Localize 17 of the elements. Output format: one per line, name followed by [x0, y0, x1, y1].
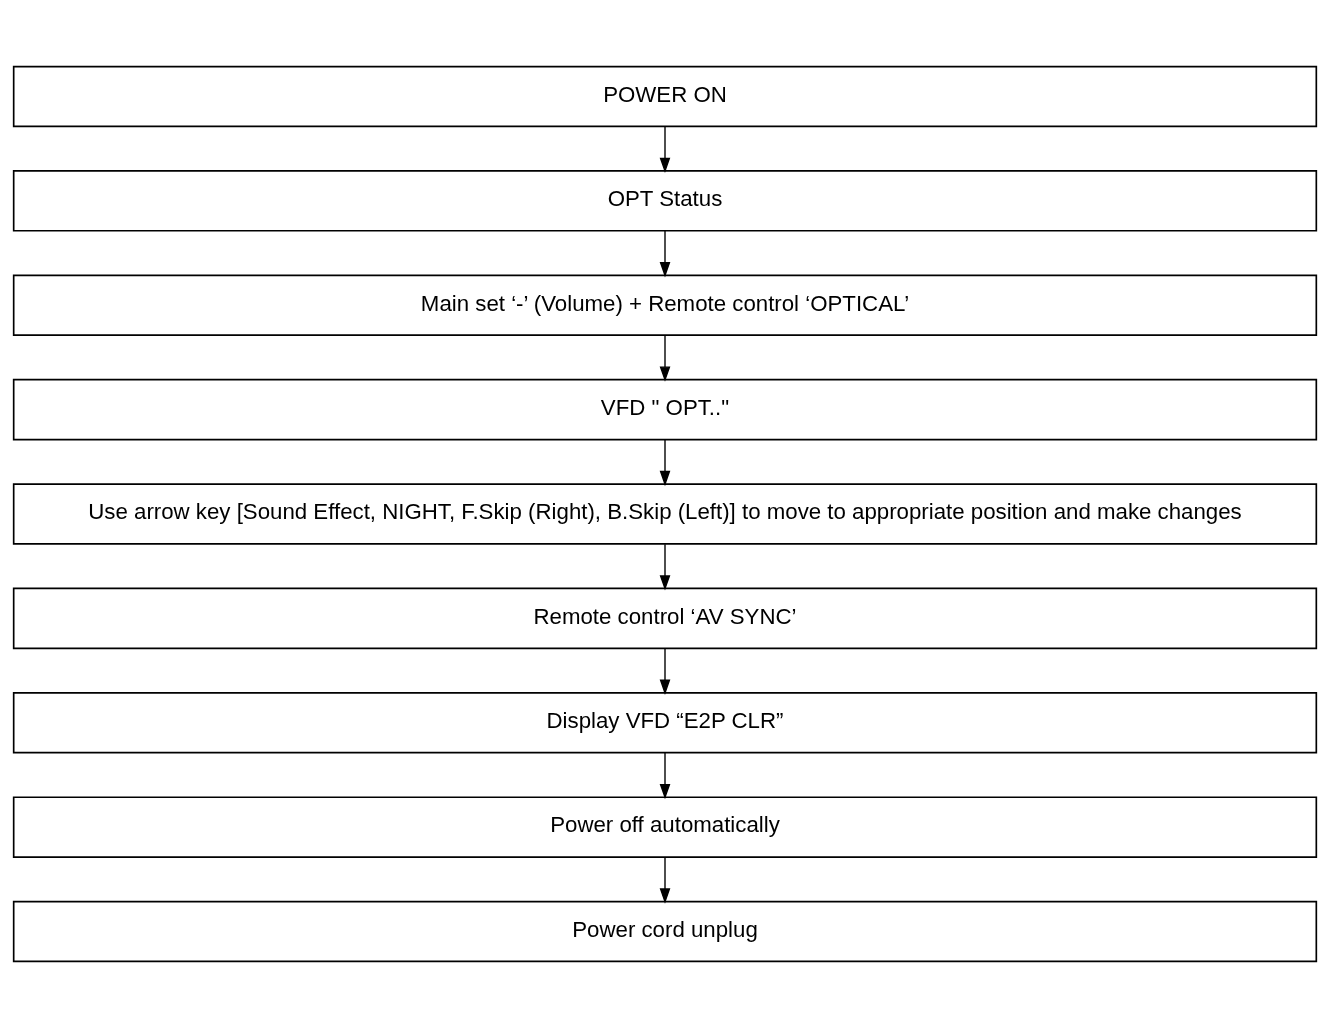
- arrow: [659, 647, 671, 695]
- node-box: POWER ON: [12, 65, 1318, 127]
- node-box: VFD " OPT..": [12, 378, 1318, 440]
- node-box: Remote control ‘AV SYNC’: [12, 587, 1318, 649]
- arrow: [659, 751, 671, 799]
- node-box: OPT Status: [12, 169, 1318, 232]
- arrow: [659, 125, 671, 173]
- arrow: [659, 229, 671, 277]
- arrow: [659, 543, 671, 591]
- node-box: Main set ‘-’ (Volume) + Remote control ‘OPTICAL’: [12, 274, 1318, 336]
- arrow: [659, 334, 671, 382]
- node-box: Power cord unplug: [12, 900, 1318, 962]
- node-box: Display VFD “E2P CLR”: [12, 691, 1318, 753]
- node-box: Use arrow key [Sound Effect, NIGHT, F.Skip (Right), B.Skip (Left)] to move to appropriate position and make changes: [12, 482, 1318, 545]
- node-box: Power off automatically: [12, 795, 1318, 858]
- arrow: [659, 438, 671, 486]
- arrow: [659, 856, 671, 904]
